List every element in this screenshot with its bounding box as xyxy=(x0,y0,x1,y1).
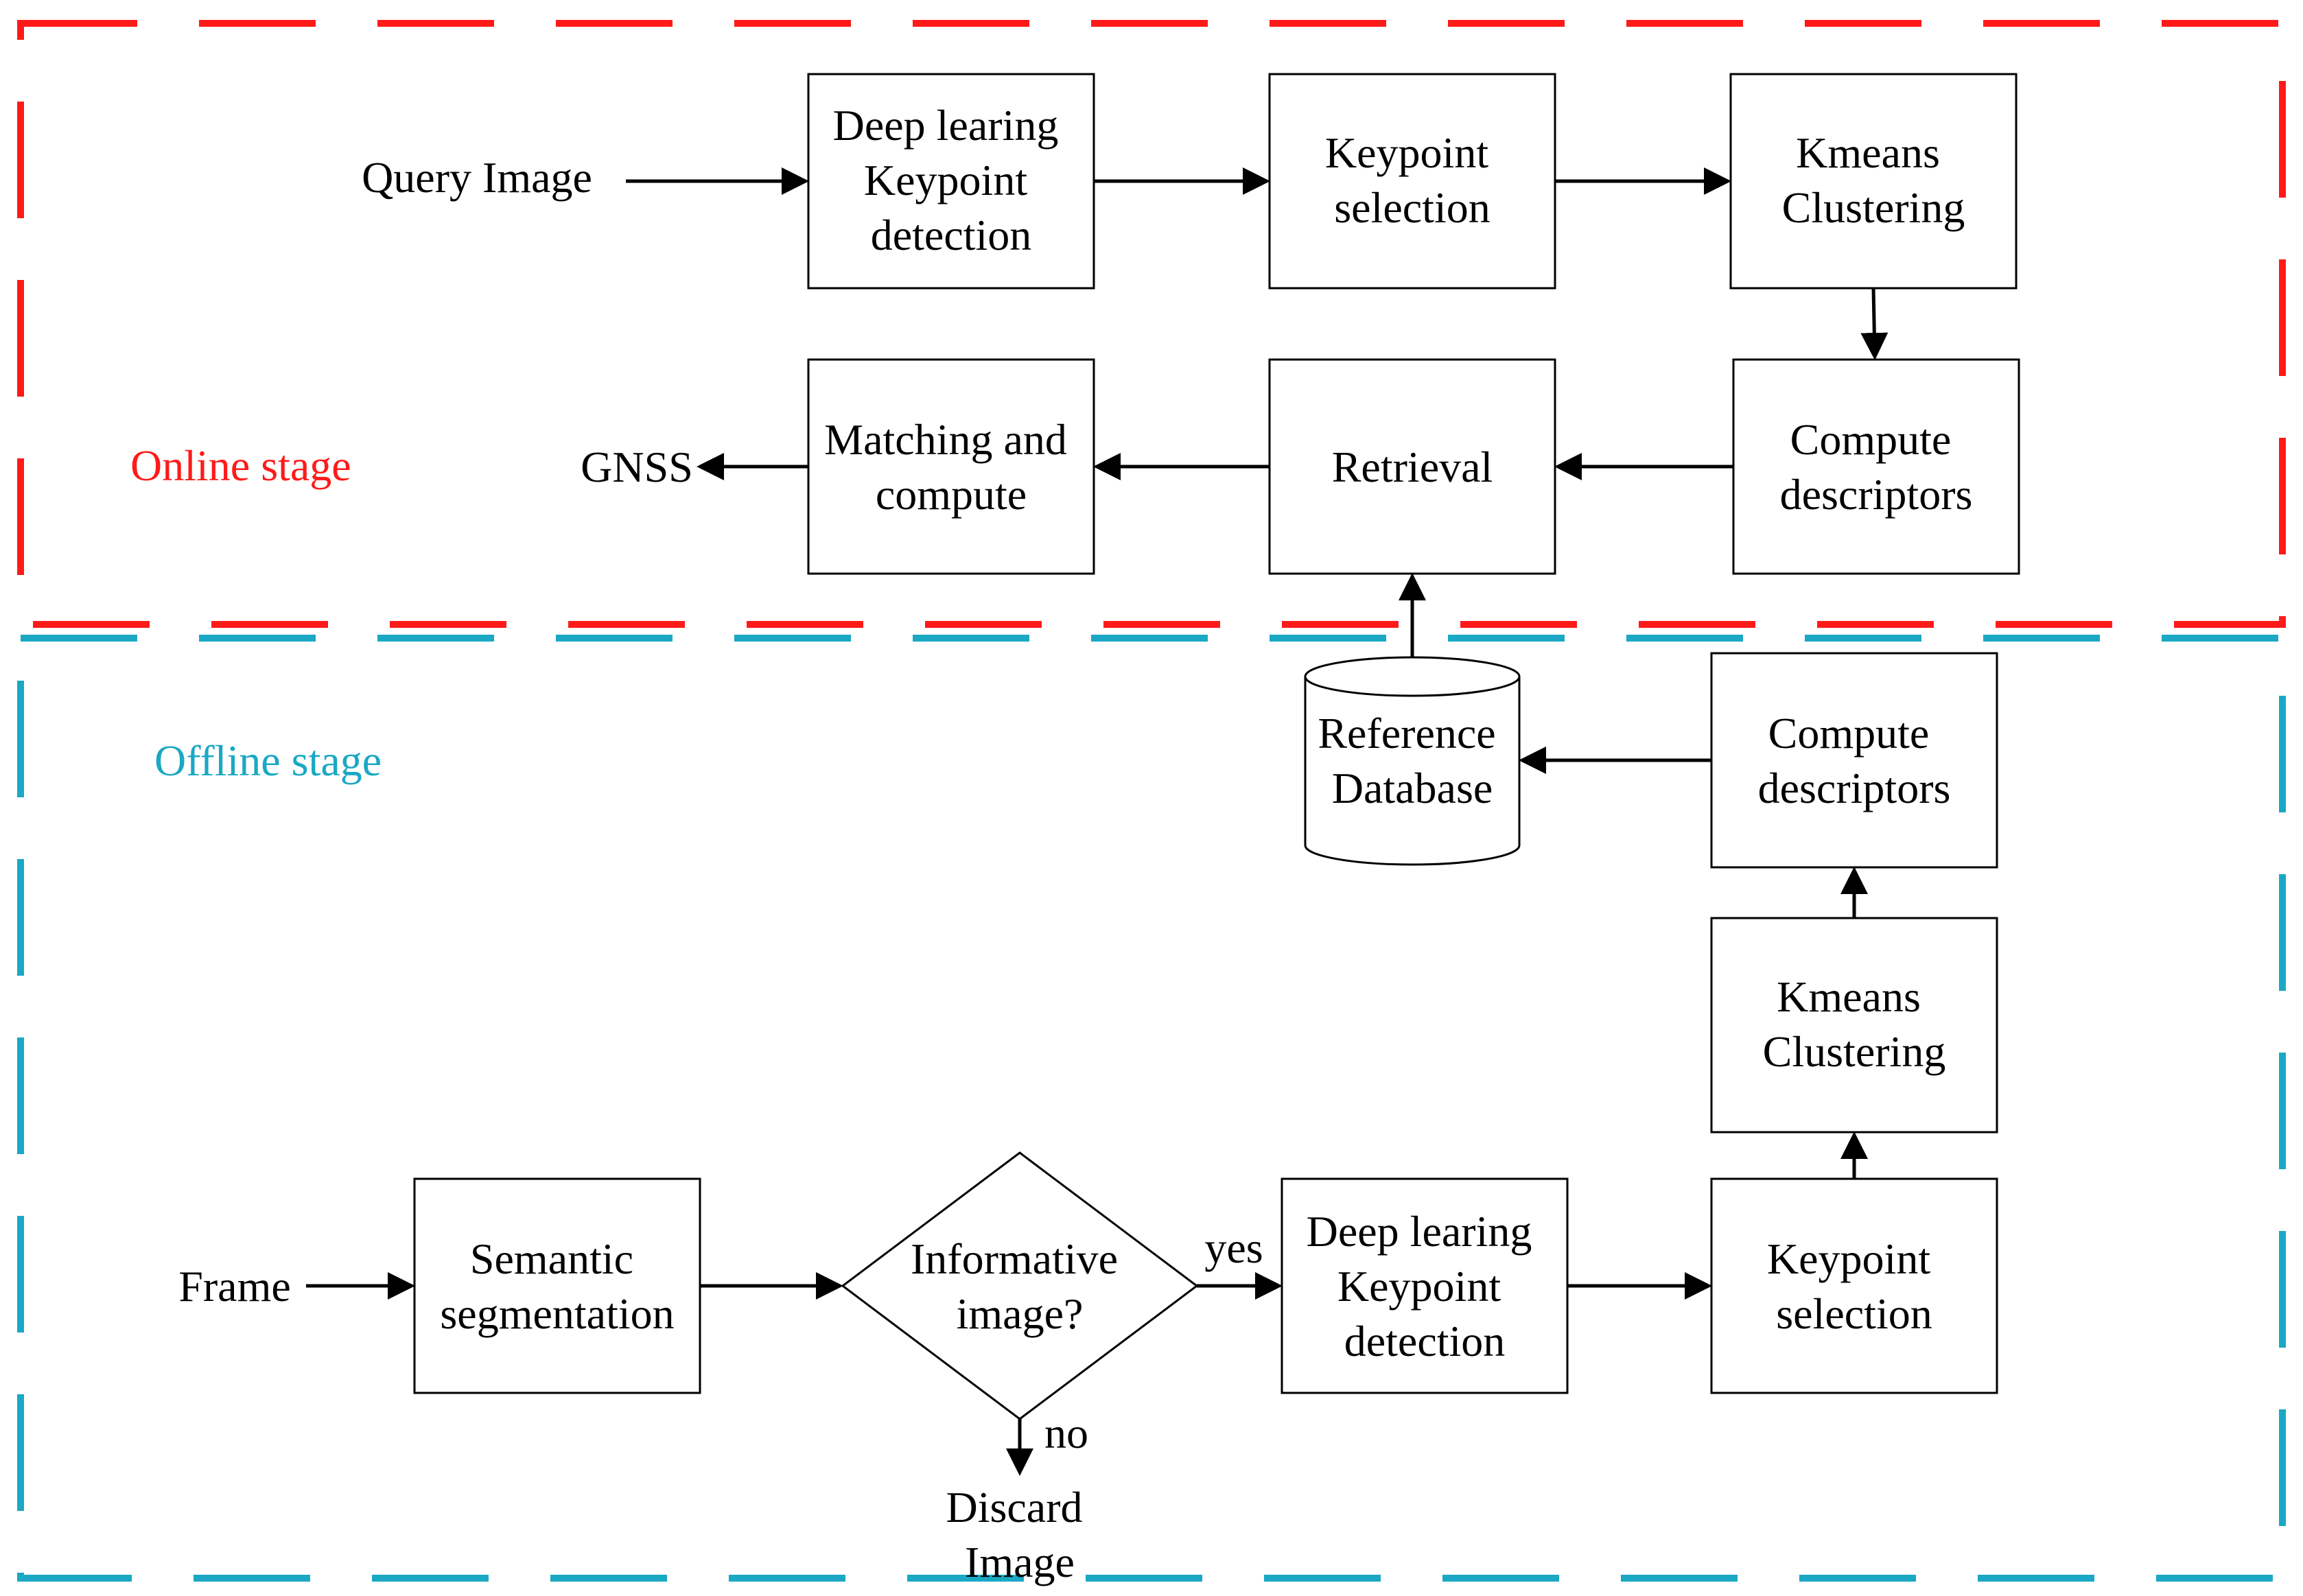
online-compute-descriptors-label: Compute descriptors xyxy=(1780,415,1973,519)
online-compute-descriptors-box xyxy=(1732,358,2020,575)
online-deep-learning-box xyxy=(807,73,1095,290)
offline-deep-learning-box xyxy=(1281,1177,1569,1394)
matching-label: Matching and compute xyxy=(824,415,1078,519)
offline-deep-learning-label: Deep learing Keypoint detection xyxy=(1307,1207,1543,1365)
online-keypoint-selection-label: Keypoint selection xyxy=(1325,128,1499,232)
arrow-kmeans-to-compute xyxy=(1860,287,1889,360)
retrieval-box xyxy=(1268,358,1556,575)
reference-database-label: Reference Database xyxy=(1318,709,1506,812)
query-image-label: Query Image xyxy=(362,153,592,202)
online-kmeans-box xyxy=(1729,73,2018,290)
frame-label: Frame xyxy=(178,1262,291,1311)
informative-decision-label: Informative image? xyxy=(911,1234,1129,1338)
no-label: no xyxy=(1044,1409,1088,1457)
retrieval-label: Retrieval xyxy=(1332,443,1493,491)
online-stage-label: Online stage xyxy=(130,441,351,490)
offline-keypoint-selection-box xyxy=(1710,1177,1998,1394)
semantic-segmentation-box xyxy=(413,1177,701,1394)
informative-decision-diamond xyxy=(841,1151,1199,1420)
online-deep-learning-label: Deep learing Keypoint detection xyxy=(833,101,1070,259)
online-keypoint-selection-box xyxy=(1268,73,1556,290)
offline-stage-border xyxy=(17,635,2286,1582)
online-kmeans-label: Kmeans Clustering xyxy=(1782,128,1965,232)
yes-label: yes xyxy=(1204,1223,1263,1272)
offline-compute-descriptors-label: Compute descriptors xyxy=(1758,709,1951,812)
semantic-segmentation-label: Semantic segmentation xyxy=(440,1234,674,1338)
offline-stage-label: Offline stage xyxy=(154,736,382,785)
offline-kmeans-label: Kmeans Clustering xyxy=(1763,972,1946,1076)
offline-kmeans-box xyxy=(1710,917,1998,1134)
offline-compute-descriptors-box xyxy=(1710,652,1998,869)
discard-image-label: Discard Image xyxy=(946,1483,1093,1586)
matching-box xyxy=(807,358,1095,575)
online-stage-border xyxy=(17,20,2286,628)
reference-database-cylinder xyxy=(1304,656,1521,866)
offline-keypoint-selection-label: Keypoint selection xyxy=(1767,1234,1941,1338)
gnss-label: GNSS xyxy=(581,443,693,491)
